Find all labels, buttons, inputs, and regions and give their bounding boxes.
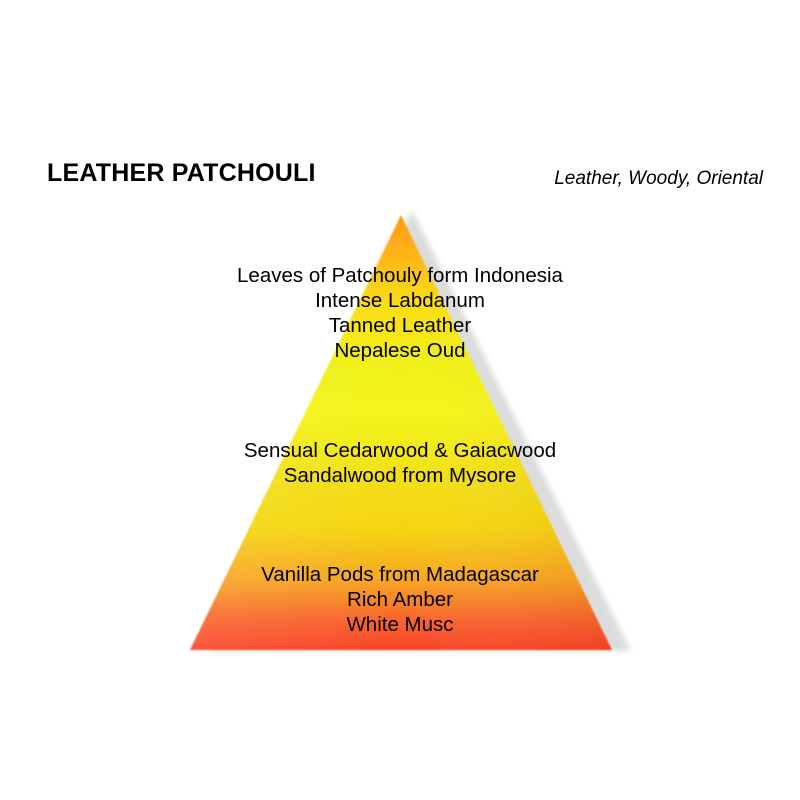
note-line: Sandalwood from Mysore xyxy=(283,464,517,487)
base-notes-group: Vanilla Pods from Madagascar Rich Amber … xyxy=(0,562,800,637)
top-notes-group: Leaves of Patchouly form Indonesia Inten… xyxy=(0,263,800,363)
note-line: Leaves of Patchouly form Indonesia xyxy=(237,264,563,287)
pyramid-body xyxy=(190,215,612,650)
fragrance-family-subtitle: Leather, Woody, Oriental xyxy=(554,168,763,189)
note-line: Vanilla Pods from Madagascar xyxy=(261,563,539,586)
heart-notes-group: Sensual Cedarwood & Gaiacwood Sandalwood… xyxy=(0,438,800,488)
note-line: Nepalese Oud xyxy=(334,339,466,362)
note-line: White Musc xyxy=(346,613,454,636)
page-title: LEATHER PATCHOULI xyxy=(47,159,316,187)
note-line: Sensual Cedarwood & Gaiacwood xyxy=(243,439,557,462)
note-line: Intense Labdanum xyxy=(315,289,485,312)
note-line: Rich Amber xyxy=(347,588,453,611)
note-line: Tanned Leather xyxy=(328,314,472,337)
